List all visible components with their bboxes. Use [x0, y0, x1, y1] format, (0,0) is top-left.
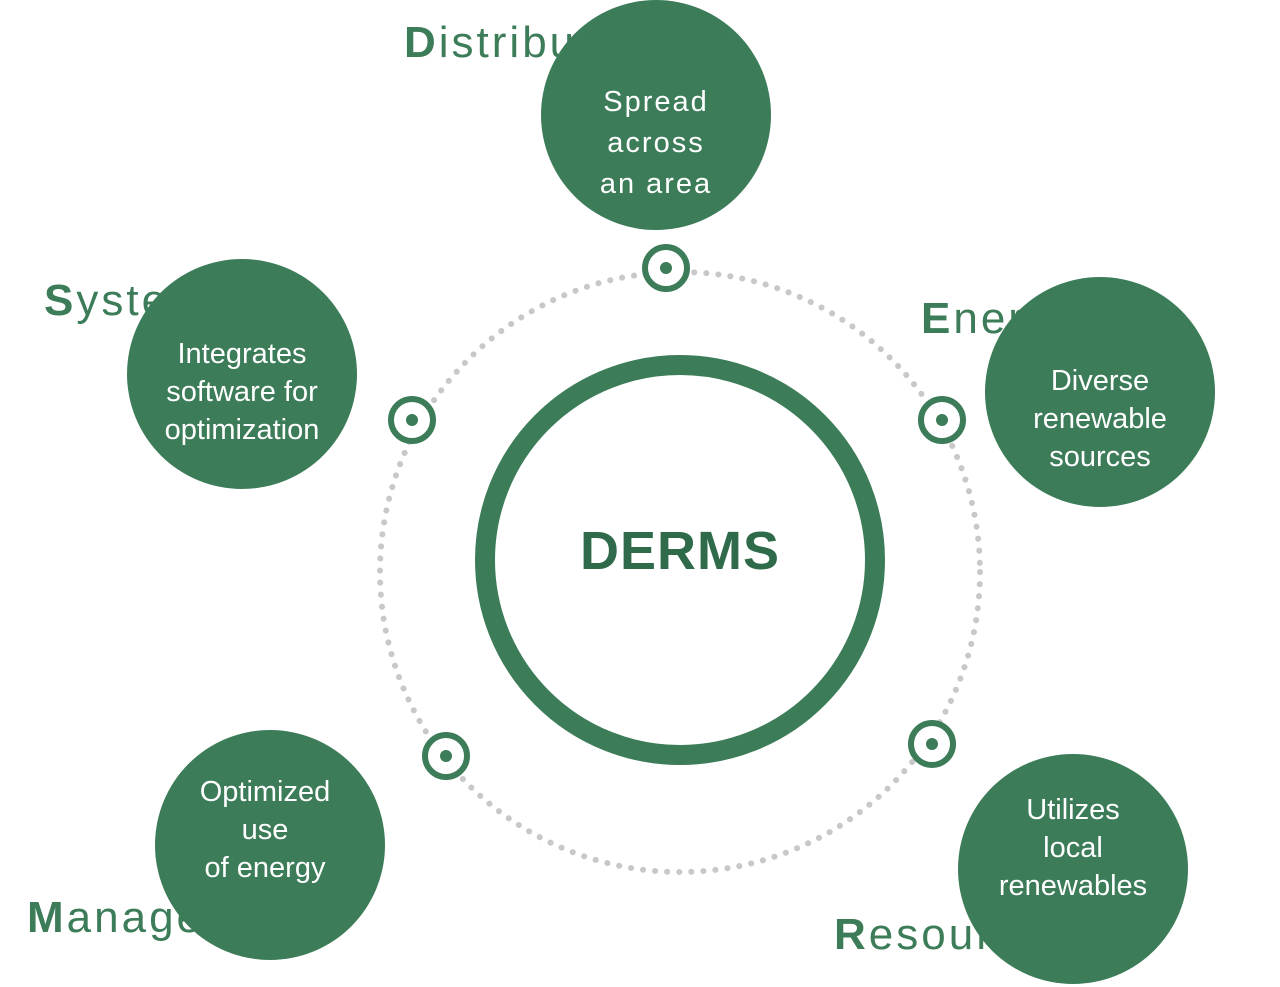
node-system-title-initial: S	[44, 276, 77, 325]
node-management	[155, 730, 385, 960]
node-energy-title-initial: E	[921, 294, 954, 343]
node-resource	[958, 754, 1188, 984]
node-management-title: Management	[27, 893, 314, 943]
node-energy-description: Diverse renewable sources	[1033, 365, 1167, 473]
node-system	[127, 259, 357, 489]
node-management-title-rest: anagement	[66, 893, 314, 942]
node-resource-description: Utilizes local renewables	[998, 794, 1148, 902]
center-ring	[475, 355, 885, 765]
node-distributed-title-initial: D	[404, 18, 439, 67]
node-energy-title-rest: nergy	[953, 294, 1079, 343]
node-distributed-title: Distributed	[404, 18, 647, 68]
node-energy-title: Energy	[921, 294, 1078, 344]
node-resource-title-rest: esource	[868, 910, 1047, 959]
node-management-title-initial: M	[27, 893, 67, 942]
node-system-title-rest: ystem	[76, 276, 209, 325]
node-system-title: System	[44, 276, 209, 326]
node-management-description: Optimized use of energy	[199, 776, 331, 884]
node-energy	[985, 277, 1215, 507]
node-resource-title: Resource	[834, 910, 1046, 960]
center-label: DERMS	[579, 521, 780, 581]
connector-marker-system	[388, 396, 436, 444]
node-distributed	[541, 0, 771, 230]
node-system-description: Integrates software for optimization	[164, 338, 320, 446]
connector-marker-energy	[918, 396, 966, 444]
node-distributed-title-rest: istributed	[438, 18, 648, 67]
node-resource-title-initial: R	[834, 910, 869, 959]
connector-marker-resource	[908, 720, 956, 768]
connector-marker-distributed	[642, 244, 690, 292]
connector-marker-management	[422, 732, 470, 780]
node-distributed-description: Spread across an area	[599, 86, 713, 200]
